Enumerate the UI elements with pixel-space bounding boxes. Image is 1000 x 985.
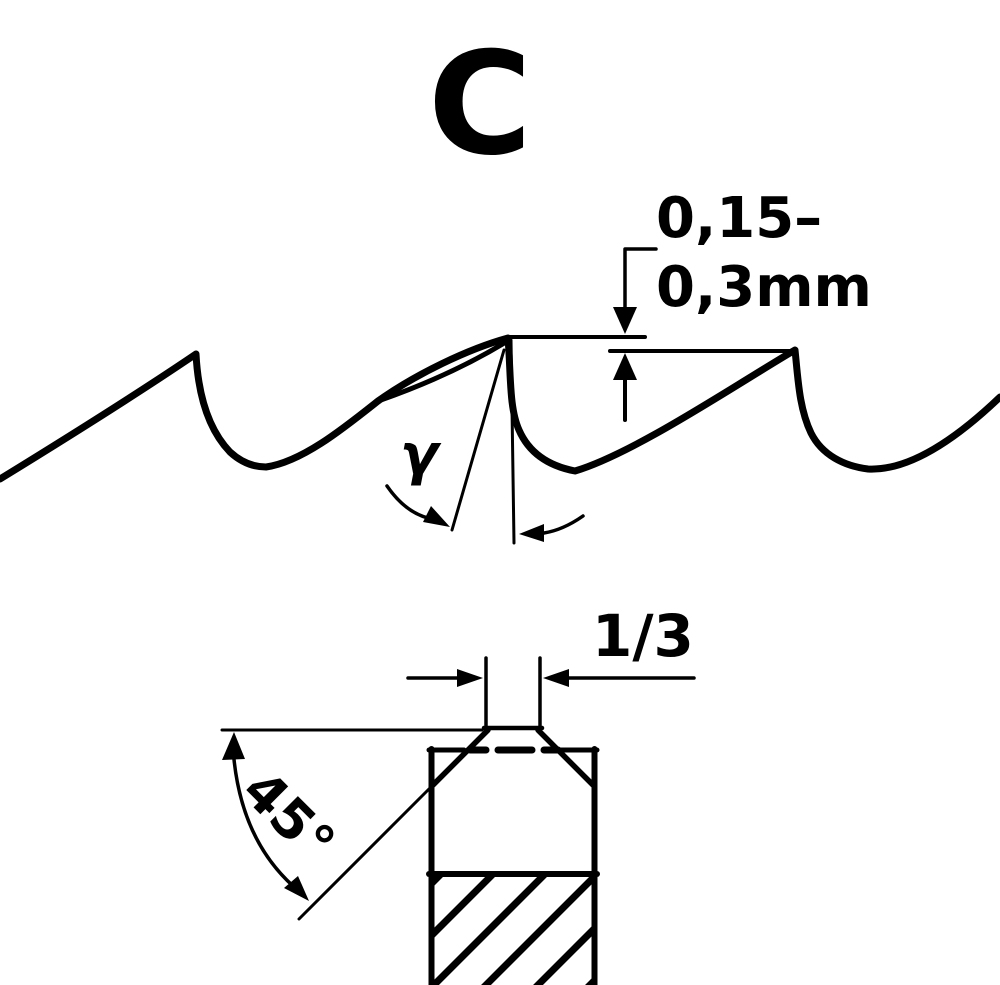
left-arrow-dim-icon	[543, 669, 569, 687]
radial-reference-line	[509, 338, 516, 545]
rake-face-line	[450, 348, 506, 532]
tip-height-leader-line	[623, 247, 658, 311]
down-arrow-icon	[613, 307, 637, 334]
hatch-line	[434, 877, 443, 886]
rake-angle-arrow-icon	[423, 506, 450, 527]
chamfer-angle-label-group: 45°	[230, 758, 347, 875]
chamfer-angle-arc	[231, 746, 295, 888]
chamfer-facet-edge	[375, 339, 509, 404]
hatch-line	[434, 877, 547, 985]
left-arrow-icon	[519, 524, 544, 542]
rake-angle-arc	[385, 484, 430, 520]
chamfer-construction-line	[297, 783, 435, 921]
radial-line-pointer-curve	[542, 514, 585, 535]
hatch-line	[481, 877, 592, 985]
section-hatching	[434, 877, 592, 985]
tip-height-value-line2: 0,3mm	[656, 255, 872, 320]
chamfer-edge-left	[430, 727, 491, 788]
tip-flat-width-label: 1/3	[592, 602, 694, 670]
right-arrow-icon	[457, 669, 483, 687]
rake-angle-label: γ	[400, 423, 442, 488]
side-view: 0,15– 0,3mm γ	[0, 186, 1000, 545]
front-view: 1/3	[220, 602, 696, 985]
chamfer-edge-right	[535, 727, 596, 788]
tip-height-value-line1: 0,15–	[656, 186, 822, 251]
up-arrow-angle-icon	[222, 732, 245, 760]
profile-letter-label: C	[428, 22, 532, 187]
up-arrow-icon	[613, 353, 637, 380]
down-right-arrow-icon	[284, 876, 309, 901]
chamfer-angle-label: 45°	[230, 758, 347, 875]
hatch-line	[533, 926, 592, 985]
hatch-line	[434, 877, 495, 938]
